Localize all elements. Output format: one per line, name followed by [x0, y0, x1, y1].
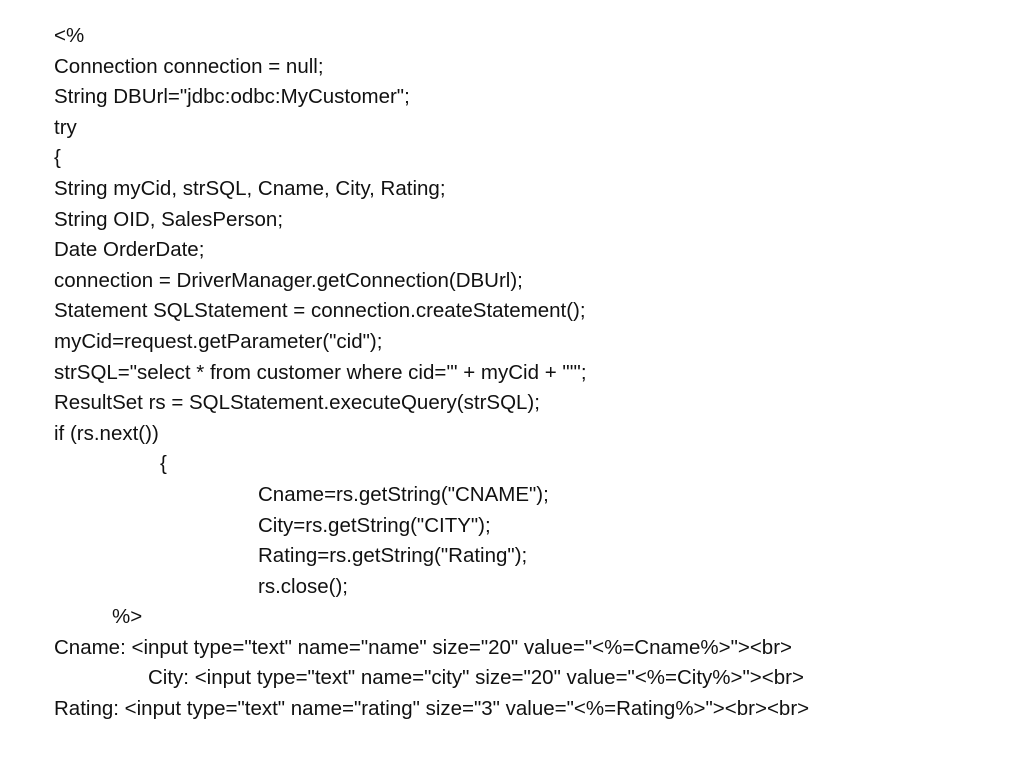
code-line: Rating: <input type="text" name="rating"… [54, 697, 810, 721]
code-line: Connection connection = null; [54, 54, 324, 78]
code-line: try [54, 115, 77, 139]
code-line: Cname: <input type="text" name="name" si… [54, 635, 792, 659]
code-line: rs.close(); [258, 574, 348, 598]
code-line: Cname=rs.getString("CNAME"); [258, 482, 549, 506]
code-line: City: <input type="text" name="city" siz… [148, 666, 804, 690]
code-line: myCid=request.getParameter("cid"); [54, 329, 383, 353]
code-line: String DBUrl="jdbc:odbc:MyCustomer"; [54, 85, 410, 109]
code-line: Statement SQLStatement = connection.crea… [54, 299, 586, 323]
code-line: Date OrderDate; [54, 238, 205, 262]
code-line: %> [112, 605, 143, 629]
code-line: if (rs.next()) [54, 421, 159, 445]
code-line: City=rs.getString("CITY"); [258, 513, 491, 537]
code-line: connection = DriverManager.getConnection… [54, 268, 523, 292]
code-line: String OID, SalesPerson; [54, 207, 284, 231]
code-line: <% [54, 24, 85, 47]
code-line: Rating=rs.getString("Rating"); [258, 544, 528, 568]
jsp-code-listing: <% Connection connection = null; String … [54, 21, 1014, 725]
code-line: strSQL="select * from customer where cid… [54, 360, 587, 384]
code-line: ResultSet rs = SQLStatement.executeQuery… [54, 391, 540, 415]
code-line: { [160, 452, 167, 476]
code-line: { [54, 146, 61, 170]
code-line: String myCid, strSQL, Cname, City, Ratin… [54, 176, 446, 200]
